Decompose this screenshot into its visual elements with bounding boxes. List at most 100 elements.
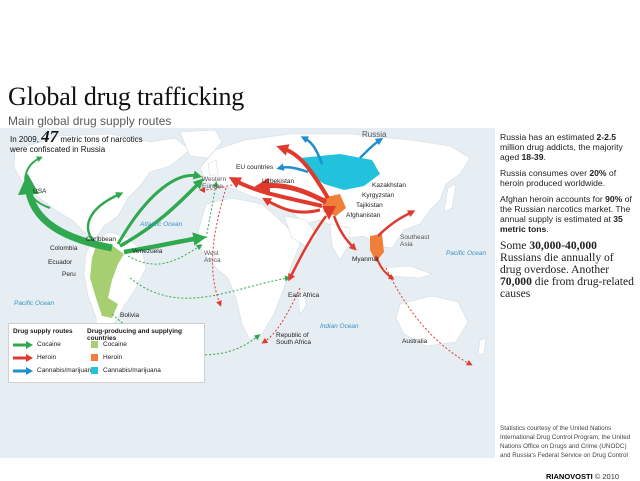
fact-consumption: Russia consumes over 20% of heroin produ…: [500, 168, 636, 188]
legend-route-cannabis: Cannabis/marijuana: [37, 367, 95, 374]
fact4-bold-d: 70,000: [500, 275, 532, 288]
legend-routes-header: Drug supply routes: [13, 328, 73, 335]
legend: Drug supply routes Drug-producing and su…: [8, 323, 205, 383]
afghanistan-source-marker: [322, 206, 336, 220]
legend-country-heroin: Heroin: [103, 354, 123, 361]
label-pacific-ocean-left: Pacific Ocean: [14, 300, 55, 307]
route-heroin-australia-dashed: [385, 267, 473, 366]
fact4-text-a: Some: [500, 239, 530, 252]
legend-country-cocaine: Cocaine: [103, 341, 127, 348]
fact-deaths: Some 30,000-40,000 Russians die annually…: [500, 240, 636, 300]
seized-amount: 47: [41, 127, 59, 146]
legend-country-cannabis: Cannabis/marijuana: [103, 367, 161, 374]
label-kyrgyzstan: Kyrgyzstan: [362, 192, 395, 199]
fact3-text-c: of the Russian narcotics market. The ann…: [500, 194, 632, 224]
route-cocaine-east-africa: [129, 275, 291, 299]
label-east-africa: East Africa: [288, 292, 320, 299]
land-arabia: [283, 215, 319, 247]
land-australia: [395, 295, 469, 347]
label-tajikistan: Tajikistan: [356, 202, 383, 209]
seized-post: metric tons of narcotics: [60, 135, 143, 144]
route-cocaine-west-africa: [123, 232, 207, 255]
land-eurasia: [199, 133, 471, 249]
fact1-bold-d: 18-39: [521, 152, 544, 162]
label-western-europe: Western Europe: [202, 176, 227, 190]
label-russia: Russia: [362, 130, 387, 139]
seized-note: In 2009, 47 metric tons of narcotics wer…: [10, 128, 143, 155]
land-india: [329, 223, 351, 261]
legend-route-heroin: Heroin: [37, 354, 57, 361]
world-map: USA Caribbean Atlantic Ocean Pacific Oce…: [0, 128, 495, 458]
label-south-africa: Republic of South Africa: [276, 332, 312, 346]
cocaine-routes: [18, 156, 291, 356]
label-myanmar: Myanmar: [352, 256, 380, 263]
fact3-bold-b: 90%: [605, 194, 623, 204]
route-heroin-uzbekistan: [254, 177, 328, 205]
seized-pre: In 2009,: [10, 135, 39, 144]
land-north-america: [13, 133, 191, 239]
label-southeast-asia: Southeast Asia: [400, 234, 430, 248]
label-afghanistan: Afghanistan: [346, 212, 381, 219]
label-kazakhstan: Kazakhstan: [372, 182, 406, 189]
land-nz: [477, 337, 487, 355]
facts-panel: Russia has an estimated 2-2.5 million dr…: [500, 132, 636, 306]
fact1-bold-b: 2-2.5: [596, 132, 617, 142]
fact4-text-e: die from drug-related causes: [500, 275, 634, 300]
fact4-bold-b: 30,000-40,000: [529, 239, 597, 252]
fact-addicts: Russia has an estimated 2-2.5 million dr…: [500, 132, 636, 162]
logo-brand: RIANOVOSTI: [546, 472, 593, 481]
fact2-text-c: of heroin produced worldwide.: [500, 168, 617, 188]
legend-cannabis-swatch: [91, 367, 98, 374]
label-indian-ocean: Indian Ocean: [320, 323, 359, 330]
route-heroin-africa: [288, 215, 328, 282]
route-heroin-sa-dashed: [261, 287, 301, 344]
route-heroin-turkey: [262, 197, 321, 214]
fact3-text-a: Afghan heroin accounts for: [500, 194, 606, 204]
legend-cannabis-arrow-icon: [13, 367, 33, 375]
page-title: Global drug trafficking: [8, 82, 245, 111]
area-cocaine-andes: [90, 244, 124, 318]
source-credit: Statistics courtesy of the United Nation…: [500, 425, 631, 459]
route-cocaine-europe-mid: [119, 178, 204, 248]
cannabis-routes: [276, 136, 384, 174]
route-cannabis-north: [300, 136, 324, 165]
route-heroin-se-asia: [377, 210, 416, 237]
legend-cocaine-arrow-icon: [13, 341, 33, 349]
route-cocaine-europe-north: [116, 170, 203, 245]
area-heroin-myanmar: [370, 234, 384, 262]
map-graphic: [13, 129, 487, 366]
fact4-text-c: Russians die annually of drug overdose. …: [500, 251, 614, 276]
route-cannabis-east: [359, 137, 384, 159]
label-usa: USA: [33, 188, 47, 195]
fact3-text-e: .: [546, 224, 549, 234]
label-bolivia: Bolivia: [120, 312, 140, 319]
fact2-text-a: Russia consumes over: [500, 168, 590, 178]
logo-copyright: © 2010: [594, 472, 620, 481]
legend-heroin-arrow-icon: [13, 354, 33, 362]
route-heroin-eu: [228, 177, 323, 208]
land-japan: [443, 183, 457, 213]
route-cannabis-west: [276, 163, 309, 174]
legend-cocaine-swatch: [91, 341, 98, 348]
fact3-bold-d: 35 metric tons: [500, 214, 623, 234]
label-eu-countries: EU countries: [236, 164, 274, 171]
route-cocaine-caribbean: [86, 192, 124, 245]
route-heroin-russia: [276, 144, 330, 200]
label-caribbean: Caribbean: [86, 236, 116, 243]
heroin-routes: [199, 144, 473, 366]
legend-countries-header: Drug-producing and supplying countries: [87, 328, 182, 342]
route-heroin-west-dashed: [199, 183, 237, 193]
land-uk: [207, 159, 219, 177]
route-cocaine-pacific-loop: [24, 156, 51, 209]
producing-areas: [90, 154, 384, 318]
area-cannabis-central-asia: [300, 154, 380, 190]
publisher-logo: RIANOVOSTI © 2010: [546, 472, 619, 481]
label-atlantic-ocean: Atlantic Ocean: [140, 221, 183, 228]
page-subtitle: Main global drug supply routes: [8, 114, 172, 128]
label-pacific-ocean-right: Pacific Ocean: [446, 250, 487, 257]
land-africa: [197, 197, 301, 341]
fact-afghan-heroin: Afghan heroin accounts for 90% of the Ru…: [500, 194, 636, 234]
route-heroin-india: [332, 215, 357, 251]
label-ecuador: Ecuador: [48, 259, 73, 266]
fact1-text-a: Russia has an estimated: [500, 132, 597, 142]
